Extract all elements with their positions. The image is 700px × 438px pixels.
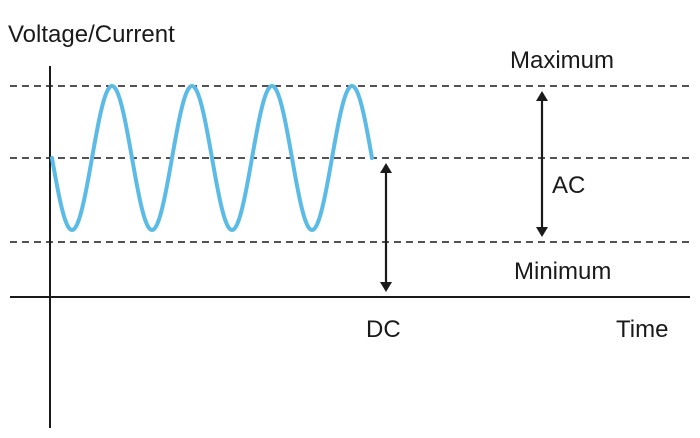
maximum-label: Maximum <box>510 47 614 74</box>
ac-label: AC <box>552 172 585 199</box>
minimum-label: Minimum <box>514 258 611 285</box>
axis-title: Voltage/Current <box>8 21 175 48</box>
time-label: Time <box>616 316 668 343</box>
ac-wave <box>50 83 374 233</box>
dc-label: DC <box>366 316 401 343</box>
